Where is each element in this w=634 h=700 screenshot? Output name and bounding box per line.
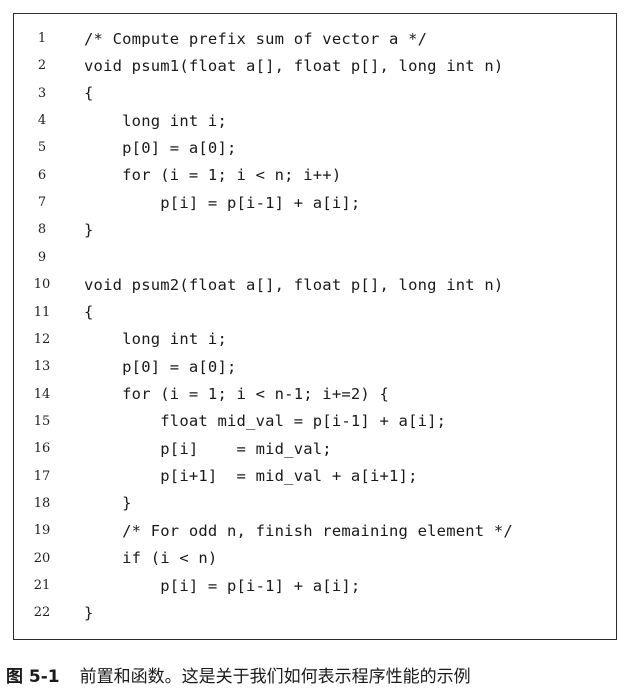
code-line: 2 void psum1(float a[], float p[], long i…	[14, 52, 616, 79]
code-text: p[0] = a[0];	[84, 138, 237, 157]
code-text: if (i < n)	[84, 549, 218, 568]
figure-caption-text: 前置和函数。这是关于我们如何表示程序性能的示例	[79, 667, 471, 687]
code-text: p[i+1] = mid_val + a[i+1];	[84, 467, 418, 486]
line-number: 15	[33, 413, 51, 429]
code-line: 15 float mid_val = p[i-1] + a[i];	[14, 408, 616, 435]
code-text: p[i] = p[i-1] + a[i];	[84, 193, 361, 212]
line-number: 22	[33, 605, 51, 621]
line-number: 4	[37, 113, 47, 129]
code-line: 1 /* Compute prefix sum of vector a */	[14, 25, 616, 52]
code-text: }	[84, 220, 94, 239]
code-text: float mid_val = p[i-1] + a[i];	[84, 412, 447, 431]
figure-caption: 图 5-1 前置和函数。这是关于我们如何表示程序性能的示例	[6, 662, 471, 687]
line-number: 5	[37, 140, 47, 156]
code-listing: 1 /* Compute prefix sum of vector a */ 2 vo…	[13, 13, 617, 640]
code-line: 10 void psum2(float a[], float p[], long …	[14, 271, 616, 298]
code-text: }	[84, 603, 94, 622]
code-text: /* Compute prefix sum of vector a */	[84, 29, 428, 48]
code-line: 7 p[i] = p[i-1] + a[i];	[14, 189, 616, 216]
line-number: 7	[37, 195, 47, 211]
line-number: 2	[37, 58, 47, 74]
code-line: 9	[14, 244, 616, 271]
code-line: 21 p[i] = p[i-1] + a[i];	[14, 572, 616, 599]
code-line: 14 for (i = 1; i < n-1; i+=2) {	[14, 381, 616, 408]
code-line: 13 p[0] = a[0];	[14, 353, 616, 380]
code-text: for (i = 1; i < n; i++)	[84, 166, 342, 185]
code-text: long int i;	[84, 330, 227, 349]
code-line: 6 for (i = 1; i < n; i++)	[14, 162, 616, 189]
code-line: 19 /* For odd n, finish remaining elemen…	[14, 517, 616, 544]
code-line: 16 p[i] = mid_val;	[14, 435, 616, 462]
line-number: 16	[33, 441, 51, 457]
code-text: for (i = 1; i < n-1; i+=2) {	[84, 385, 390, 404]
code-text: p[i] = p[i-1] + a[i];	[84, 576, 361, 595]
code-text: /* For odd n, finish remaining element *…	[84, 521, 513, 540]
line-number: 21	[33, 578, 51, 593]
line-number: 14	[33, 386, 51, 402]
line-number: 10	[33, 277, 51, 293]
code-line: 11 {	[14, 299, 616, 326]
line-number: 12	[33, 331, 51, 347]
figure-label: 图 5-1	[6, 667, 60, 687]
code-text: {	[84, 303, 94, 321]
code-text: void psum1(float a[], float p[], long in…	[84, 56, 504, 75]
code-text: long int i;	[84, 111, 227, 130]
line-number: 19	[33, 523, 51, 539]
line-number: 8	[37, 222, 47, 238]
line-number: 20	[33, 550, 51, 566]
code-line: 3{	[14, 80, 616, 107]
code-line: 4 long int i;	[14, 107, 616, 134]
line-number: 18	[33, 495, 51, 511]
line-number: 3	[37, 85, 47, 101]
code-line: 18 }	[14, 490, 616, 517]
line-number: 1	[37, 31, 47, 46]
code-line: 5 p[0] = a[0];	[14, 134, 616, 161]
code-line: 20 if (i < n)	[14, 545, 616, 572]
code-line: 17 p[i+1] = mid_val + a[i+1];	[14, 463, 616, 490]
line-number: 11	[33, 304, 51, 320]
line-number: 9	[37, 249, 47, 265]
code-text: void psum2(float a[], float p[], long in…	[84, 275, 504, 294]
code-text: p[i] = mid_val;	[84, 439, 332, 458]
code-line: 8}	[14, 216, 616, 243]
line-number: 13	[33, 359, 51, 375]
code-text: {	[84, 84, 94, 103]
code-text: p[0] = a[0];	[84, 357, 237, 376]
code-text: }	[84, 494, 132, 513]
line-number: 6	[37, 167, 47, 183]
code-line: 22}	[14, 599, 616, 626]
code-line: 12 long int i;	[14, 326, 616, 353]
line-number: 17	[33, 468, 51, 484]
